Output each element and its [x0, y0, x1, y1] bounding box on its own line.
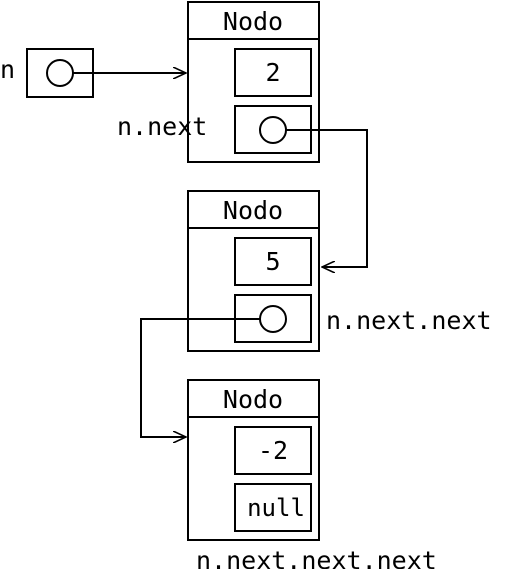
node-3-value-box — [234, 426, 312, 475]
node-3: Nodo -2 null — [187, 379, 320, 541]
node-2-title: Nodo — [223, 196, 283, 225]
node-2-value-box — [234, 237, 312, 286]
node-2-value: 5 — [265, 247, 280, 276]
node-1-value-box — [234, 48, 312, 97]
node-1-frame — [187, 1, 320, 163]
node-3-next-value: null — [247, 494, 305, 522]
node-3-next-box — [234, 483, 312, 532]
node-3-frame — [187, 379, 320, 541]
node-3-title: Nodo — [223, 385, 283, 414]
node-1-next-pointer-dot — [259, 116, 287, 144]
arrow-node-2-to-node-3 — [140, 318, 260, 437]
node-3-value: -2 — [258, 436, 288, 465]
node-1: Nodo 2 — [187, 1, 320, 163]
node-2: Nodo 5 — [187, 190, 320, 352]
node-1-value: 2 — [265, 58, 280, 87]
arrow-node-1-to-node-2 — [286, 129, 368, 267]
node-1-title: Nodo — [223, 7, 283, 36]
node-2-next-pointer-dot — [259, 305, 287, 333]
node-2-next-label: n.next.next — [326, 306, 492, 335]
node-3-label-below: n.next.next.next — [196, 546, 437, 569]
node-1-next-label: n.next — [117, 112, 207, 141]
variable-n-pointer-dot — [46, 59, 74, 87]
node-2-frame — [187, 190, 320, 352]
variable-n-label: n — [0, 55, 15, 84]
